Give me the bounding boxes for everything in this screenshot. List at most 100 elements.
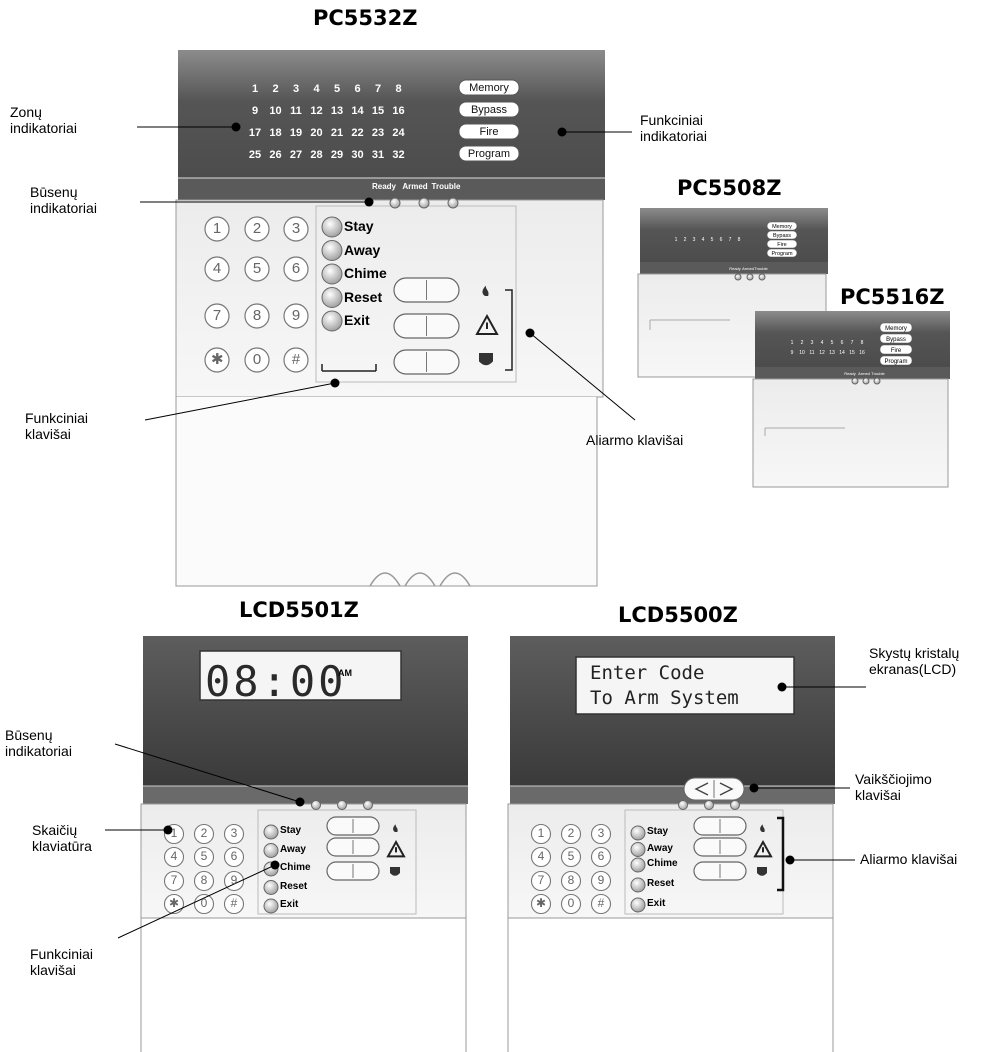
pc5532z-fn-chime[interactable]: Chime [344, 265, 387, 281]
lcd5501z-title: LCD5501Z [239, 598, 359, 622]
pc5532z-led-trouble [447, 197, 459, 209]
pc5516z-zone-2: 2 [801, 340, 804, 346]
lcd5500z-led-band [510, 786, 835, 804]
lcd5500z-key-label-6[interactable]: 7 [537, 873, 545, 887]
pc5532z-alarm-bracket [505, 289, 513, 371]
lcd5501z-fn-chime[interactable]: Chime [280, 862, 311, 873]
pc5532z-fn-btn-0 [321, 216, 343, 238]
lcd5501z-key-label-4[interactable]: 5 [200, 849, 208, 863]
pc5532z-key-label-2[interactable]: 3 [291, 220, 301, 237]
pc5508z-zone-5: 5 [711, 237, 714, 243]
lcd5500z-key-label-8[interactable]: 9 [597, 873, 605, 887]
pc5532z-hinge [369, 572, 471, 587]
lcd5500z-fn-away[interactable]: Away [647, 842, 673, 854]
pc5532z-key-label-11[interactable]: # [291, 351, 301, 368]
pc5532z-zone-25: 25 [249, 149, 261, 161]
lcd5500z-key-label-1[interactable]: 2 [567, 826, 575, 840]
alarm-dot-bottom [785, 855, 795, 865]
pc5532z-key-label-0[interactable]: 1 [212, 220, 222, 237]
lcd5501z-key-11 [223, 893, 245, 915]
lcd5501z-key-2 [223, 823, 245, 845]
pc5532z-fn-stay[interactable]: Stay [344, 218, 374, 234]
pc5532z-key-label-10[interactable]: 0 [252, 351, 262, 368]
pc5532z-key-label-9[interactable]: ✱ [211, 351, 224, 368]
lcd5500z-fn-reset[interactable]: Reset [647, 878, 675, 889]
lcd5501z-fn-reset[interactable]: Reset [280, 880, 308, 892]
lcd5501z-key-label-0[interactable]: 1 [170, 826, 178, 840]
pc5508z-zone-7: 7 [729, 237, 732, 243]
lcd5501z-key-label-6[interactable]: 7 [170, 873, 178, 887]
lcd5501z-key-label-7[interactable]: 8 [200, 873, 208, 887]
lcd5500z-fn-chime[interactable]: Chime [647, 858, 678, 869]
lcd5501z-led-2 [363, 800, 373, 810]
lcd5501z-fn-stay[interactable]: Stay [280, 825, 302, 836]
lcd5500z-shield-icon [757, 867, 767, 876]
lcd5500z-key-label-2[interactable]: 3 [597, 826, 605, 840]
pc5532z-key-label-7[interactable]: 8 [252, 307, 262, 324]
pc5516z-zone-9: 9 [791, 350, 794, 356]
lcd5501z-key-label-11[interactable]: # [230, 896, 238, 910]
lcd5501z-fn-exit[interactable]: Exit [280, 899, 299, 910]
lcd5501z-key-label-8[interactable]: 9 [230, 873, 238, 887]
lcd5500z-key-label-10[interactable]: 0 [567, 896, 575, 910]
lcd5501z-shield-icon [390, 867, 400, 876]
pc5532z-fn-btn-3 [321, 287, 343, 308]
lcd5501z-led-band [143, 786, 468, 804]
pc5532z-key-label-8[interactable]: 9 [291, 307, 301, 324]
lcd5501z-func-panel [257, 809, 417, 915]
pc5532z-fn-away[interactable]: Away [344, 241, 381, 258]
pc5532z-body [175, 199, 604, 398]
lcd5501z-key-label-2[interactable]: 3 [230, 826, 238, 840]
lcd5500z-key-label-4[interactable]: 5 [567, 849, 575, 863]
lcd5500z-key-label-5[interactable]: 6 [597, 849, 605, 863]
pc5532z-fn-exit[interactable]: Exit [344, 312, 370, 328]
pc5516z-zone-3: 3 [811, 340, 814, 346]
lcd5500z-fn-stay[interactable]: Stay [647, 826, 669, 837]
pc5516z-fi-0: Memory [885, 326, 907, 332]
lcd5500z-warning-icon [753, 839, 773, 858]
lcd5501z-warning-icon [386, 839, 406, 858]
lcd5500z-key-label-11[interactable]: # [597, 896, 605, 910]
pc5508z-fi-0: Memory [772, 224, 792, 230]
pc5516z-zone-12: 12 [819, 350, 825, 356]
pc5516z-zone-1: 1 [791, 340, 794, 346]
lcd5501z-key-label-10[interactable]: 0 [200, 896, 208, 910]
pc5532z-key-label-6[interactable]: 7 [212, 307, 222, 324]
lcd5501z-key-label-3[interactable]: 4 [170, 849, 178, 863]
lcd5500z-key-0 [530, 823, 552, 845]
pc5532z-led-ready [389, 197, 401, 209]
pc5508z-status-2: Trouble [754, 266, 768, 271]
lcd5500z-key-label-0[interactable]: 1 [537, 826, 545, 840]
callout-line [144, 382, 336, 421]
lcd5501z-key-label-9[interactable]: ✱ [169, 896, 180, 910]
lcd5500z-key-label-3[interactable]: 4 [537, 849, 545, 863]
pc5508z-led-1 [746, 273, 754, 281]
lcd5500z-key-label-7[interactable]: 8 [567, 873, 575, 887]
pc5516z-zone-8: 8 [861, 340, 864, 346]
pc5532z-key-4 [244, 256, 270, 282]
pc5508z-led-2 [758, 273, 766, 281]
callout-line [114, 743, 301, 803]
lcd5501z-fn-away[interactable]: Away [280, 843, 306, 855]
pc5532z-key-label-5[interactable]: 6 [291, 260, 301, 277]
pc5516z-fi-2: Fire [891, 348, 902, 354]
lcd5500z-key-label-9[interactable]: ✱ [536, 896, 547, 910]
pc5516z-led-2 [873, 377, 881, 385]
pc5508z-led-0 [734, 273, 742, 281]
pc5532z-fn-reset[interactable]: Reset [344, 288, 383, 305]
lcd5500z-fn-exit[interactable]: Exit [647, 898, 666, 909]
callout-line [117, 864, 276, 939]
pc5532z-zone-3: 3 [293, 83, 299, 95]
pc5532z-key-label-1[interactable]: 2 [252, 220, 262, 237]
pc5532z-zone-11: 11 [290, 105, 302, 117]
alarm-keys-label-bottom: Aliarmo klavišai [860, 851, 958, 867]
function-keys-label-bottom: Funkciniai klavišai [30, 946, 94, 979]
pc5508z-zone-8: 8 [738, 237, 741, 243]
pc5516z-status-2: Trouble [871, 371, 885, 376]
pc5532z-zone-14: 14 [351, 105, 364, 117]
lcd5500z-key-1 [560, 823, 582, 845]
lcd5501z-key-label-1[interactable]: 2 [200, 826, 208, 840]
pc5532z-key-label-3[interactable]: 4 [212, 260, 222, 277]
lcd5501z-key-label-5[interactable]: 6 [230, 849, 238, 863]
pc5532z-key-label-4[interactable]: 5 [252, 260, 262, 277]
